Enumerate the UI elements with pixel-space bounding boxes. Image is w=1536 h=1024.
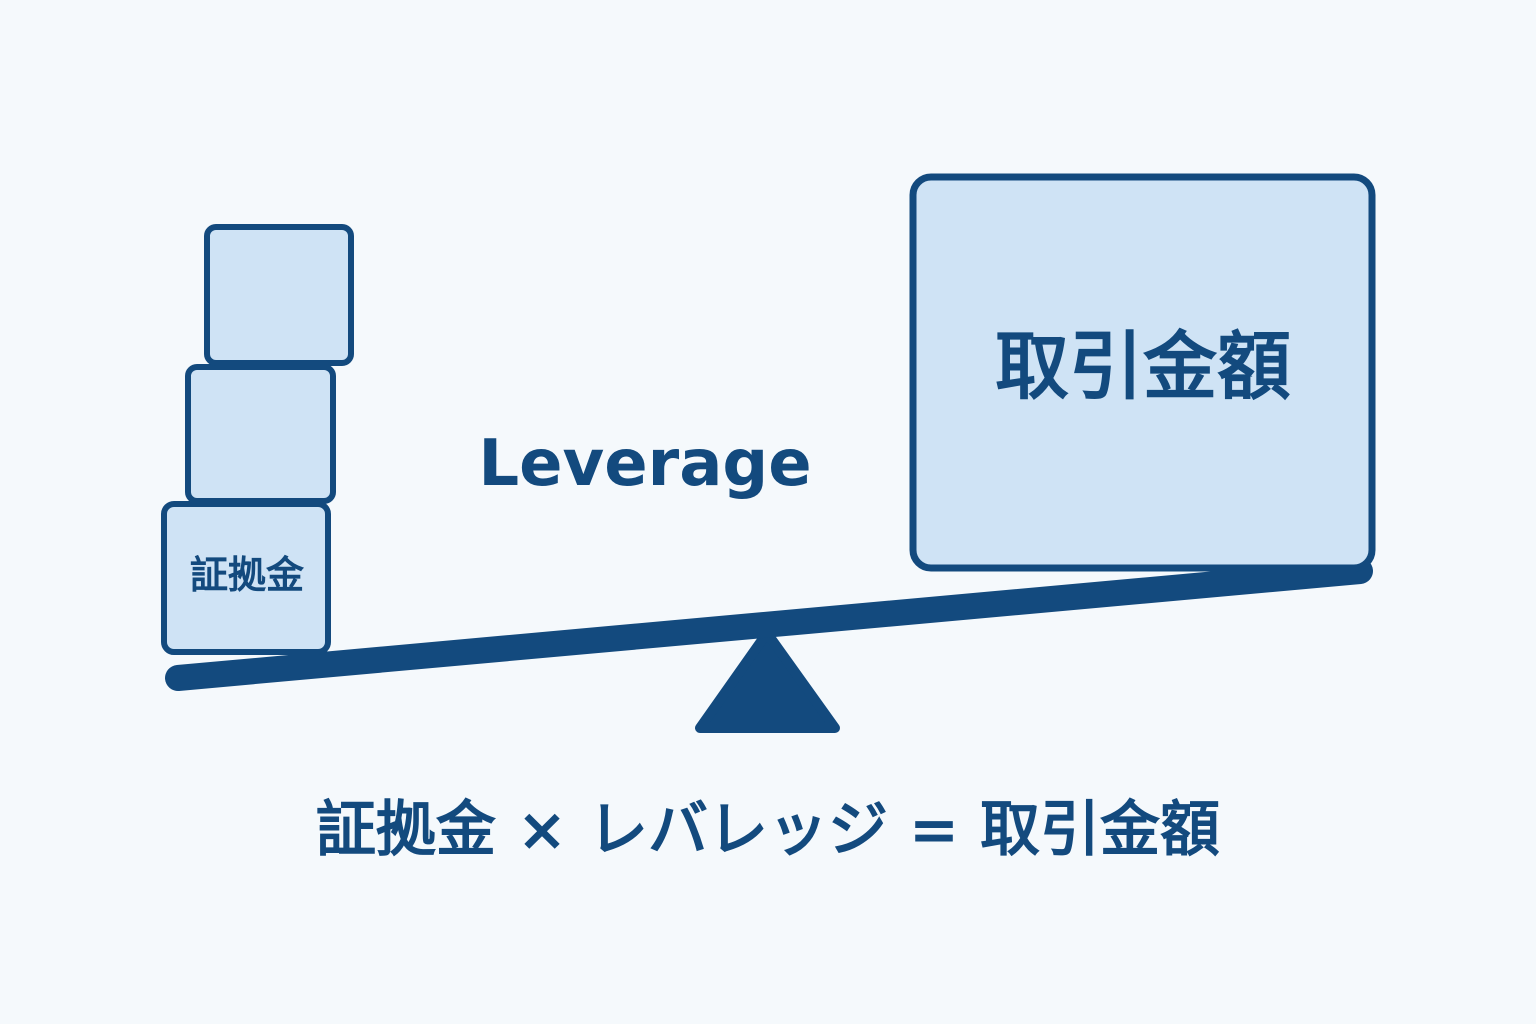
lever-beam bbox=[165, 558, 1373, 691]
margin-block-middle bbox=[185, 364, 336, 504]
trade-amount-label: 取引金額 bbox=[995, 324, 1291, 410]
fulcrum-triangle bbox=[695, 628, 840, 733]
margin-label: 証拠金 bbox=[189, 553, 304, 597]
margin-block-top bbox=[204, 224, 354, 366]
formula-caption: 証拠金 × レバレッジ = 取引金額 bbox=[315, 795, 1221, 865]
leverage-label: Leverage bbox=[478, 427, 812, 501]
trade-amount-box bbox=[909, 173, 1376, 572]
